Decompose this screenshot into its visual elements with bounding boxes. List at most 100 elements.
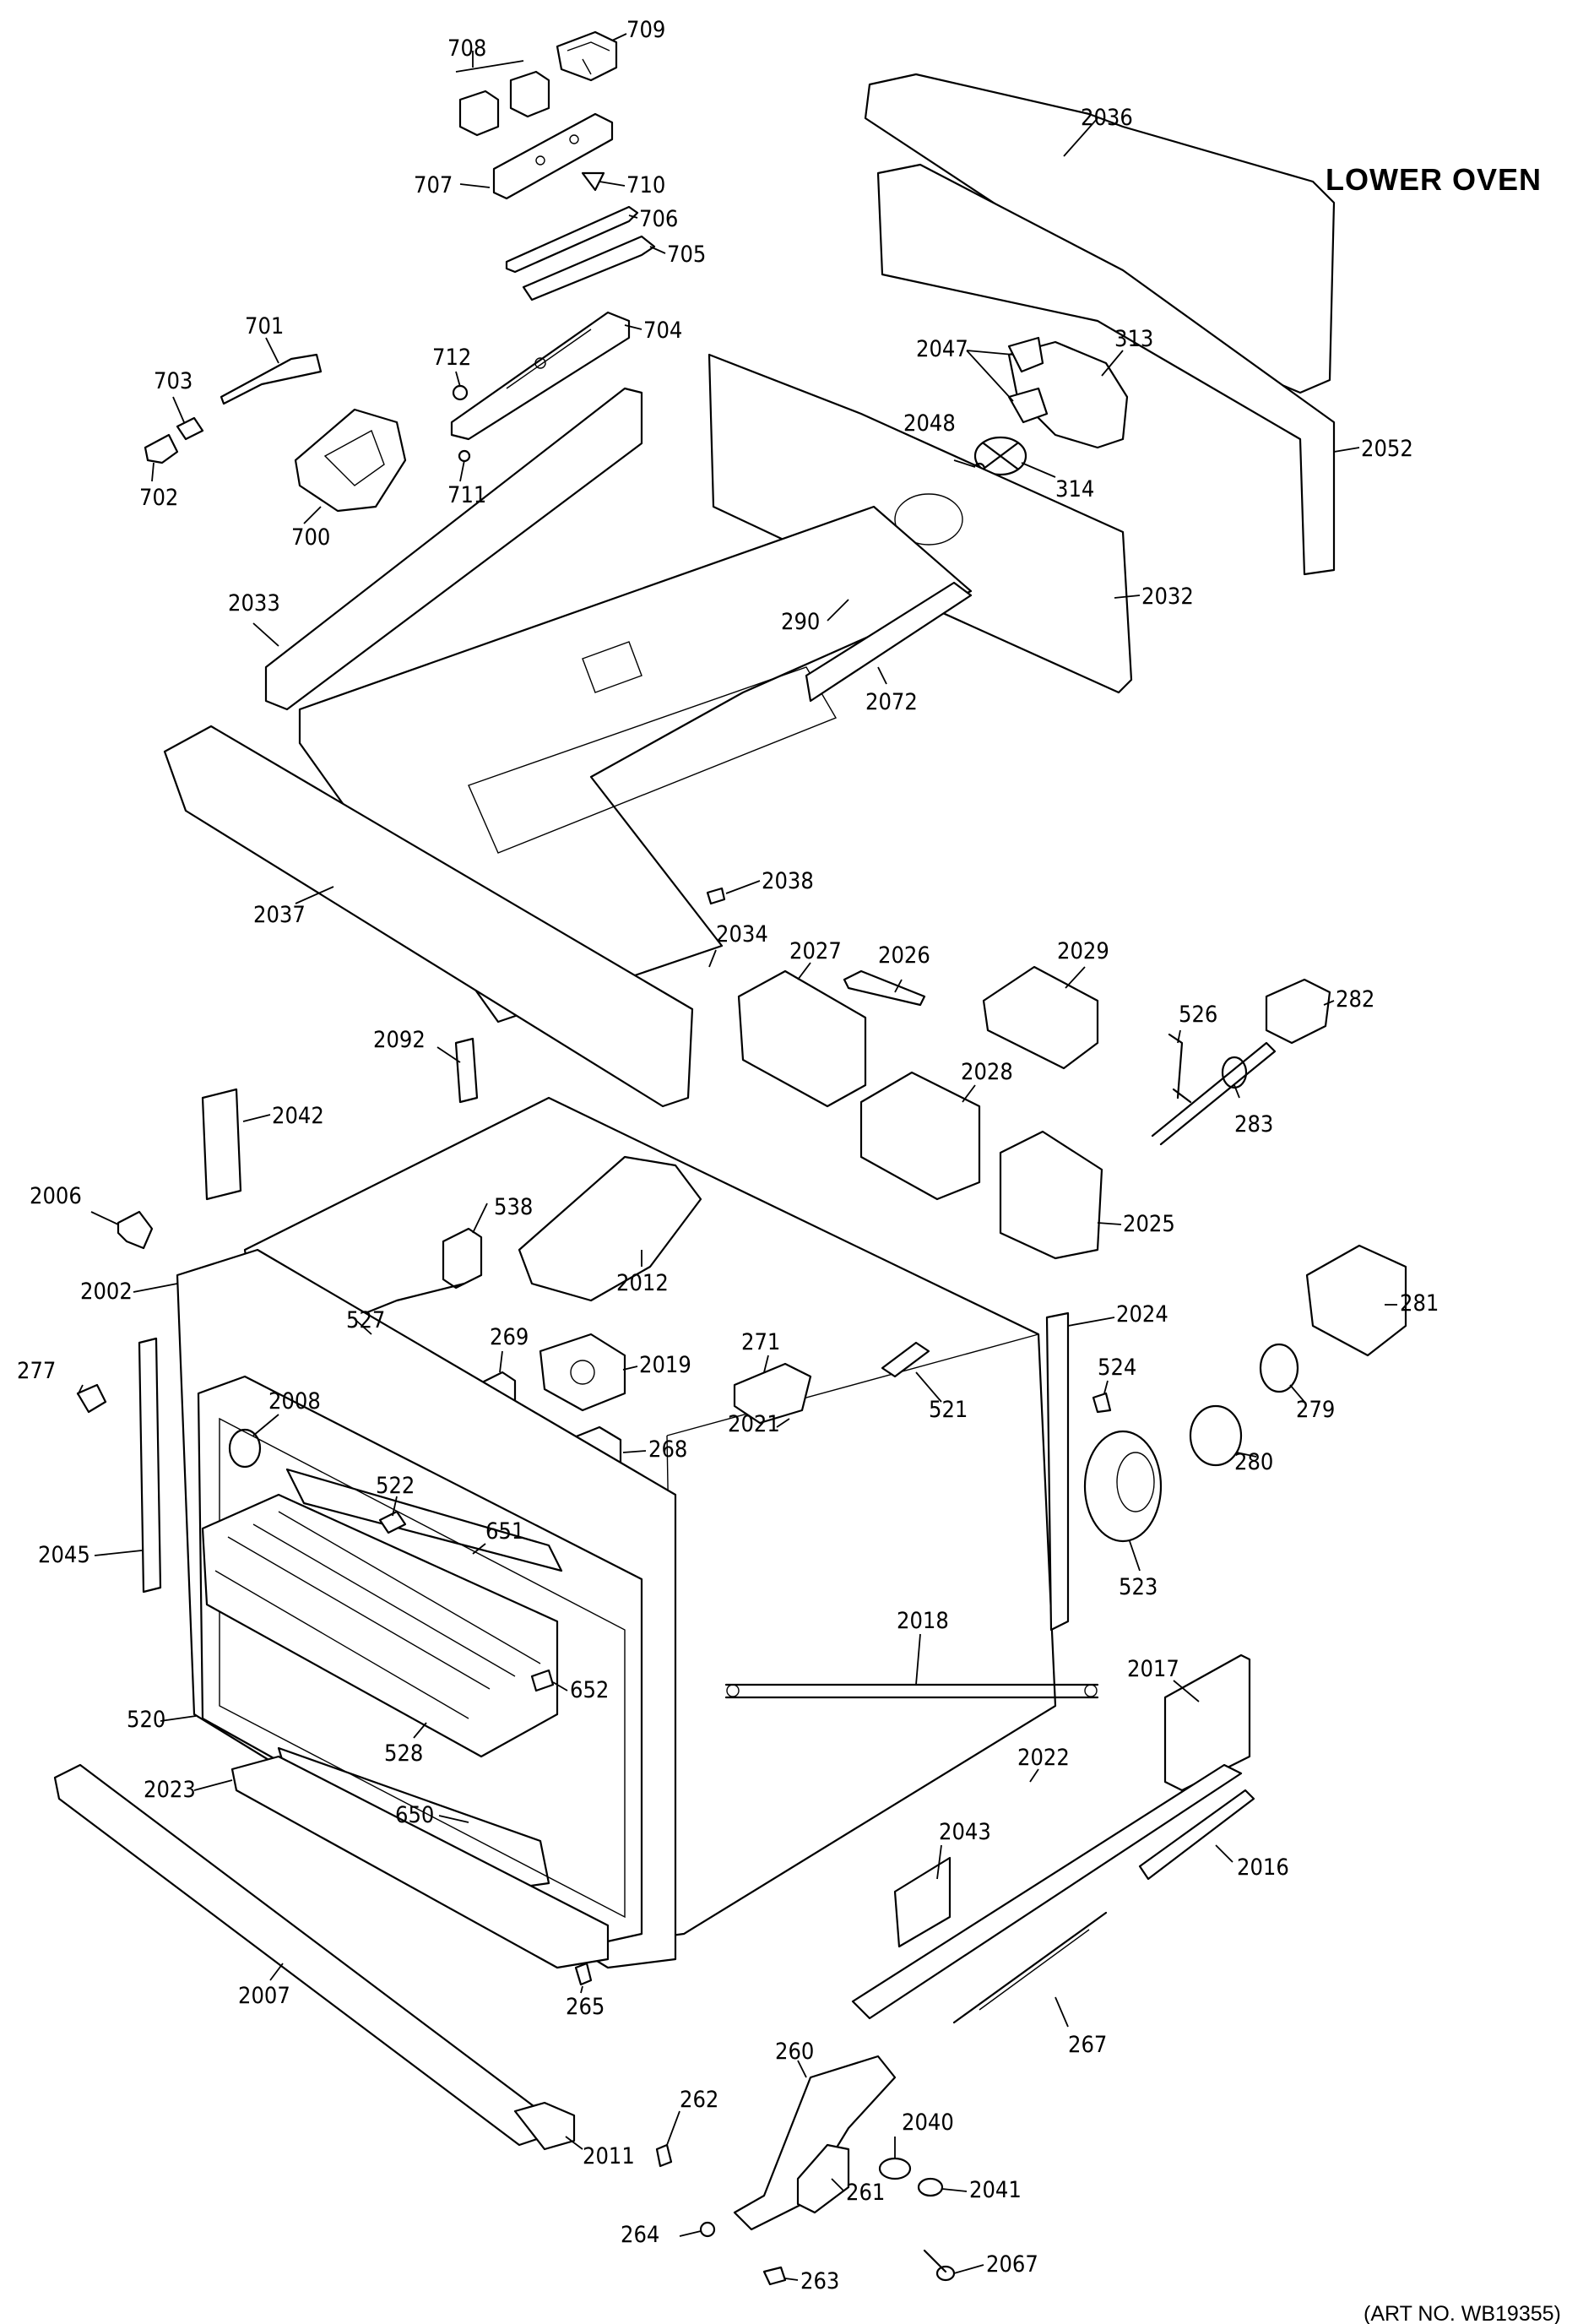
callout-281: 281 [1400,1290,1439,1317]
callout-283: 283 [1234,1111,1273,1138]
callout-314: 314 [1055,476,1094,502]
callout-2019: 2019 [639,1352,691,1378]
callout-290: 290 [781,609,820,635]
callout-2028: 2028 [961,1059,1013,1085]
callout-2022: 2022 [1017,1745,1070,1771]
callout-279: 279 [1296,1397,1335,1423]
part-528-rack [201,1493,559,1758]
part-2047-brackets [1007,336,1049,424]
callout-2018: 2018 [897,1608,949,1634]
part-264-nut [699,2221,716,2238]
callout-2041: 2041 [969,2177,1022,2203]
callout-2036: 2036 [1081,105,1133,131]
callout-2008: 2008 [268,1388,321,1414]
callout-2047: 2047 [916,336,968,362]
part-2041-roller [917,2177,944,2197]
callout-2067: 2067 [986,2251,1038,2278]
callout-2092: 2092 [373,1027,426,1053]
callout-2011: 2011 [583,2143,635,2169]
callout-522: 522 [376,1473,415,1499]
part-2016-strip [1138,1789,1255,1881]
callout-282: 282 [1336,986,1374,1013]
part-280-bulb [1189,1404,1243,1467]
part-651-bake-element [285,1468,563,1572]
callout-260: 260 [775,2039,814,2065]
callout-2012: 2012 [616,1270,669,1296]
part-2017-side-bracket [1163,1653,1251,1792]
callout-262: 262 [680,2087,718,2113]
callout-267: 267 [1068,2032,1107,2058]
part-704-bracket [450,311,631,441]
part-262-pin [655,2143,673,2168]
part-2028-duct [859,1071,981,1201]
part-709-bracket [556,30,618,82]
part-282-plug [1265,978,1331,1045]
part-2037-front-rail [163,725,694,1108]
callout-labels: 709 708 707 710 706 705 704 712 711 701 … [17,17,1439,2294]
callout-526: 526 [1179,1002,1217,1028]
part-2011-kick-end [513,2101,576,2151]
callout-2048: 2048 [903,410,956,437]
callout-703: 703 [154,368,192,394]
part-2023-bottom [230,1755,610,1969]
part-522-bracket [378,1510,407,1534]
callout-280: 280 [1234,1449,1273,1475]
callout-701: 701 [245,313,284,339]
part-2092-strip [454,1037,479,1104]
part-2067-bolt [923,2249,956,2282]
callout-2043: 2043 [939,1819,991,1845]
callout-2045: 2045 [38,1542,90,1568]
part-2040-roller [878,2157,912,2180]
part-2027-box [737,969,867,1108]
callout-700: 700 [291,524,330,551]
callout-2021: 2021 [728,1411,780,1437]
part-2038-clip [706,887,726,905]
part-526-bracket [1168,1033,1192,1104]
part-2042-strip [201,1088,242,1201]
callout-711: 711 [447,482,486,508]
callout-2040: 2040 [902,2110,954,2136]
part-2072-channel [805,581,973,703]
part-261-hinge-arm [796,2143,850,2214]
callout-2016: 2016 [1237,1854,1289,1881]
part-2012-duct [518,1155,702,1302]
callout-265: 265 [566,1994,605,2020]
part-2024-side-panel [1045,1311,1070,1632]
callout-651: 651 [485,1518,524,1545]
callout-712: 712 [432,345,471,371]
callout-528: 528 [384,1740,423,1767]
callout-708: 708 [447,35,486,62]
callout-527: 527 [346,1307,385,1333]
callout-538: 538 [494,1194,533,1220]
part-277-hinge [76,1383,107,1414]
callout-2025: 2025 [1123,1211,1175,1237]
callout-709: 709 [626,17,665,43]
callout-2033: 2033 [228,590,280,616]
part-2018-rod [724,1683,1099,1699]
callout-313: 313 [1114,326,1153,352]
callout-2042: 2042 [272,1103,324,1129]
callout-650: 650 [395,1802,434,1828]
part-701-knob-lever [220,353,323,405]
part-2025-duct [999,1130,1103,1260]
callout-2017: 2017 [1127,1656,1179,1682]
callout-2034: 2034 [716,921,768,948]
callout-269: 269 [490,1324,529,1350]
part-314-fan [973,436,1027,476]
part-265-clip [574,1962,593,1986]
callout-2027: 2027 [789,938,842,964]
callout-263: 263 [800,2268,839,2294]
part-2008-lamp [228,1428,262,1469]
part-267-spring [952,1911,1108,2024]
part-521-bracket [881,1341,930,1378]
callout-2038: 2038 [762,868,814,894]
callout-524: 524 [1098,1355,1136,1381]
part-2052-back-panel [876,163,1336,576]
part-283-probe [1151,1041,1277,1146]
callout-652: 652 [570,1677,609,1703]
part-271-thermostat [733,1362,812,1425]
callout-702: 702 [139,485,178,511]
callout-710: 710 [626,172,665,198]
